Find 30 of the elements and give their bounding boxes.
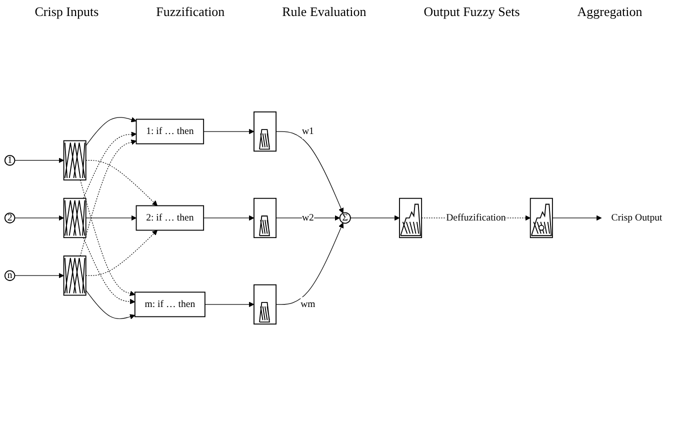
arrow (80, 180, 136, 296)
column-heading: Aggregation (577, 4, 642, 20)
arrow (86, 290, 136, 320)
arrow (86, 230, 158, 276)
arrow (204, 302, 254, 308)
arrow (203, 128, 254, 134)
arrow (276, 222, 344, 305)
output-text: Crisp Output (611, 212, 662, 223)
arrow (203, 215, 254, 221)
arrow (14, 158, 64, 164)
arrow (276, 215, 340, 221)
arrow (276, 131, 344, 214)
arrow (86, 160, 158, 206)
arrow (14, 272, 64, 278)
arrow (350, 215, 400, 221)
arrow (86, 117, 137, 146)
column-heading: Output Fuzzy Sets (424, 4, 520, 20)
input-circle: 1 (4, 154, 16, 166)
input-circle: Σ (339, 212, 351, 224)
column-heading: Crisp Inputs (34, 4, 99, 20)
arrow (83, 132, 137, 199)
arrow (86, 215, 137, 221)
column-heading: Rule Evaluation (282, 4, 366, 20)
arrow (80, 140, 137, 256)
arrow (14, 215, 64, 221)
arrow (83, 237, 136, 304)
input-circle: 2 (4, 212, 16, 224)
arrow (552, 215, 602, 221)
column-heading: Fuzzification (156, 4, 225, 20)
input-circle: n (4, 270, 16, 281)
